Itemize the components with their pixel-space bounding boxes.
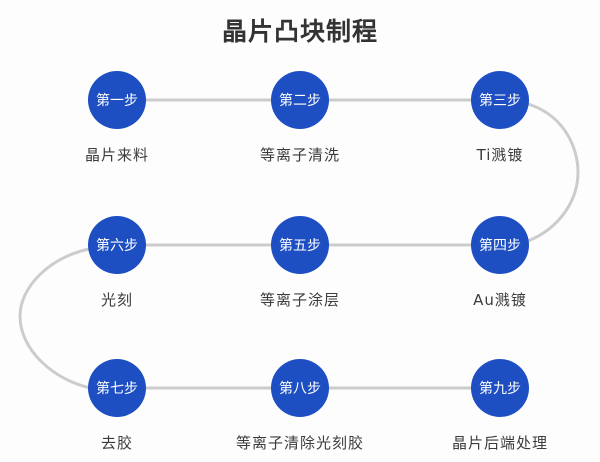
step-label-2: 等离子清洗 xyxy=(259,146,341,164)
step-badge-label: 第六步 xyxy=(96,238,138,254)
step-badge-label: 第三步 xyxy=(479,93,521,109)
step-label-1: 晶片来料 xyxy=(84,146,150,164)
step-node-5[interactable]: 第五步 xyxy=(271,216,329,274)
step-badge-label: 第一步 xyxy=(96,93,138,109)
step-node-1[interactable]: 第一步 xyxy=(88,71,146,129)
step-label-8: 等离子清除光刻胶 xyxy=(235,434,365,452)
step-node-9[interactable]: 第九步 xyxy=(471,359,529,417)
step-badge-label: 第二步 xyxy=(279,93,321,109)
step-badge-label: 第四步 xyxy=(479,238,521,254)
connector-path-3 xyxy=(526,102,580,243)
step-node-7[interactable]: 第七步 xyxy=(88,359,146,417)
step-label-7: 去胶 xyxy=(100,434,134,452)
step-node-6[interactable]: 第六步 xyxy=(88,216,146,274)
step-node-3[interactable]: 第三步 xyxy=(471,71,529,129)
step-label-3: Ti溅镀 xyxy=(476,146,524,164)
step-node-4[interactable]: 第四步 xyxy=(471,216,529,274)
step-badge-label: 第九步 xyxy=(479,381,521,397)
step-label-4: Au溅镀 xyxy=(473,291,527,309)
step-node-2[interactable]: 第二步 xyxy=(271,71,329,129)
step-node-8[interactable]: 第八步 xyxy=(271,359,329,417)
step-label-5: 等离子涂层 xyxy=(259,291,341,309)
step-label-6: 光刻 xyxy=(100,291,134,309)
page-title: 晶片凸块制程 xyxy=(221,17,378,46)
step-badge-label: 第七步 xyxy=(96,381,138,397)
step-label-9: 晶片后端处理 xyxy=(451,434,549,452)
step-badge-label: 第五步 xyxy=(279,238,321,254)
connector-path-6 xyxy=(18,247,92,390)
step-badge-label: 第八步 xyxy=(279,381,321,397)
